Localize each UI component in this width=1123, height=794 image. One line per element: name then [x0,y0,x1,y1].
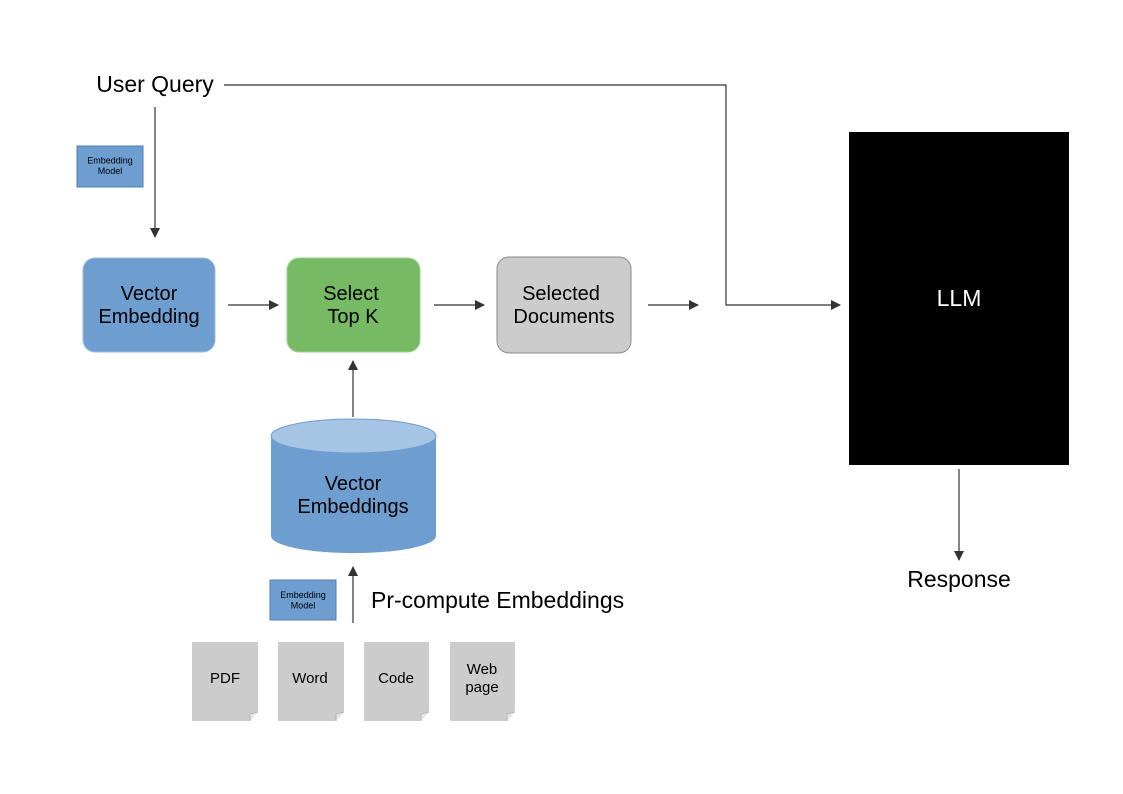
svg-text:Model: Model [98,166,123,176]
svg-text:Vector: Vector [121,283,178,305]
svg-text:Embedding: Embedding [280,590,326,600]
response-label: Response [907,566,1011,592]
arrow-query-to-llm [224,84,841,310]
svg-text:Documents: Documents [513,306,614,328]
svg-text:Model: Model [291,601,316,611]
select-top-k-box: Select Top K [286,257,421,353]
svg-text:page: page [465,679,498,696]
svg-text:Embedding: Embedding [98,306,199,328]
document-pdf: PDF [192,642,259,721]
selected-documents-box: Selected Documents [496,256,632,354]
document-word: Word [278,642,345,721]
vector-embedding-box: Vector Embedding [82,257,216,353]
svg-text:Web: Web [467,661,498,678]
precompute-label: Pr-compute Embeddings [371,587,624,613]
svg-text:Code: Code [378,670,414,687]
svg-text:PDF: PDF [210,670,240,687]
svg-text:Top K: Top K [327,306,379,328]
document-webpage: Web page [450,642,516,721]
svg-text:Select: Select [323,283,379,305]
vector-embeddings-database: Vector Embeddings [270,418,437,554]
embedding-model-top: Embedding Model [76,145,144,188]
document-code: Code [364,642,430,721]
llm-box: LLM [849,132,1069,465]
svg-text:Vector: Vector [325,473,382,495]
svg-text:Embedding: Embedding [87,156,133,166]
svg-text:Word: Word [292,670,328,687]
embedding-model-bottom: Embedding Model [269,579,337,621]
svg-text:LLM: LLM [937,285,982,311]
user-query-label: User Query [96,71,214,97]
svg-text:Embeddings: Embeddings [297,496,408,518]
svg-text:Selected: Selected [522,283,600,305]
